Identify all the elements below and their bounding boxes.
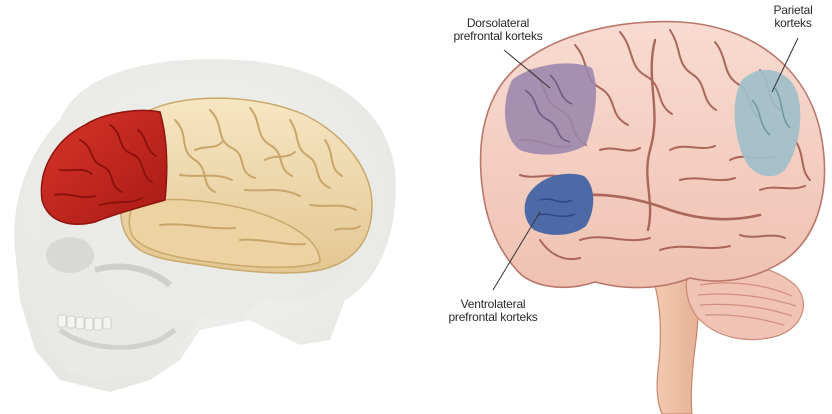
labelled-brain-svg bbox=[400, 0, 832, 414]
skull-brain-svg bbox=[0, 0, 400, 414]
skull-brain-illustration bbox=[0, 0, 400, 414]
vlpfc-label-line2: prefrontal korteks bbox=[433, 311, 553, 324]
dlpfc-label: Dorsolateral prefrontal korteks bbox=[438, 17, 558, 43]
vlpfc-label: Ventrolateral prefrontal korteks bbox=[433, 298, 553, 324]
dlpfc-label-line2: prefrontal korteks bbox=[438, 30, 558, 43]
eye-socket bbox=[46, 237, 94, 273]
parietal-label-line2: korteks bbox=[758, 17, 828, 30]
parietal-label: Parietal korteks bbox=[758, 4, 828, 30]
labelled-brain-illustration bbox=[400, 0, 832, 414]
dlpfc-region bbox=[505, 63, 596, 154]
